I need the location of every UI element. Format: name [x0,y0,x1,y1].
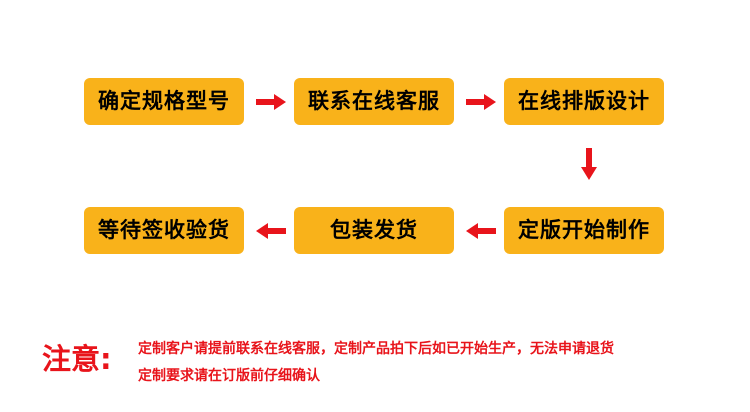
arrow-left-icon [466,223,496,239]
notice-line-2: 定制要求请在订版前仔细确认 [138,368,320,384]
arrow-right-icon [256,94,286,110]
step-confirm-spec: 确定规格型号 [84,78,244,125]
step-online-design: 在线排版设计 [504,78,664,125]
notice-line-1: 定制客户请提前联系在线客服，定制产品拍下后如已开始生产，无法申请退货 [138,341,614,357]
step-start-production: 定版开始制作 [504,207,664,254]
arrow-left-icon [256,223,286,239]
step-await-receipt: 等待签收验货 [84,207,244,254]
step-pack-ship: 包装发货 [294,207,454,254]
arrow-right-icon [466,94,496,110]
step-contact-service: 联系在线客服 [294,78,454,125]
notice-label: 注意: [42,342,112,376]
arrow-down-icon [581,148,597,180]
